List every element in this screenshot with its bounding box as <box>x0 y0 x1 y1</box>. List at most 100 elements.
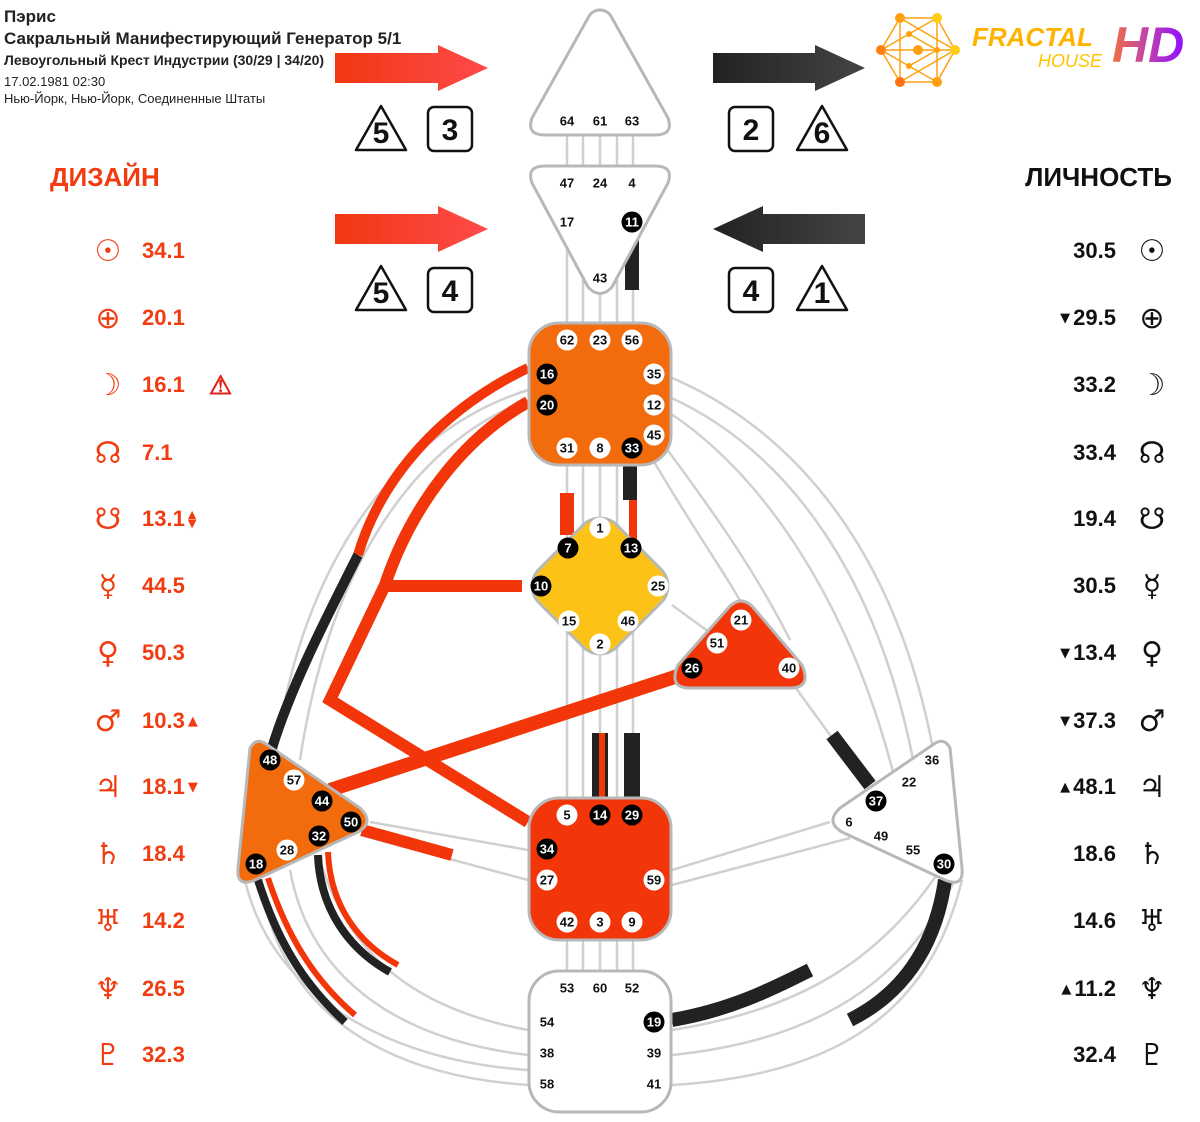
design-row-north-node[interactable]: ☊7.1 <box>88 435 179 471</box>
design-row-earth[interactable]: ⊕20.1 <box>88 301 191 336</box>
gate-number: 19 <box>647 1015 661 1030</box>
design-row-venus[interactable]: ♀50.3 <box>88 636 191 671</box>
warning-icon[interactable]: ⚠ <box>208 369 233 400</box>
gate-number: 12 <box>647 398 661 413</box>
gate-15[interactable]: 15 <box>558 610 580 632</box>
design-row-mercury[interactable]: ☿44.5 <box>88 569 191 604</box>
gate-25[interactable]: 25 <box>647 575 669 597</box>
personality-row-pluto[interactable]: 32.4♇ <box>1067 1038 1165 1073</box>
personality-row-saturn[interactable]: 18.6♄ <box>1067 837 1165 872</box>
gate-14[interactable]: 14 <box>589 804 611 826</box>
gate-52[interactable]: 52 <box>625 981 639 996</box>
personality-row-neptune[interactable]: ▲11.2♆ <box>1058 972 1165 1007</box>
design-row-saturn[interactable]: ♄18.4 <box>88 837 191 872</box>
gate-6[interactable]: 6 <box>845 815 852 830</box>
design-row-mars[interactable]: ♂10.3▲ <box>88 704 201 739</box>
gate-23[interactable]: 23 <box>589 329 611 351</box>
gate-31[interactable]: 31 <box>556 437 578 459</box>
gate-43[interactable]: 43 <box>593 271 607 286</box>
gate-58[interactable]: 58 <box>540 1077 554 1092</box>
gate-24[interactable]: 24 <box>593 176 608 191</box>
gate-41[interactable]: 41 <box>647 1077 661 1092</box>
personality-row-sun[interactable]: 30.5☉ <box>1067 234 1165 269</box>
gate-9[interactable]: 9 <box>621 911 643 933</box>
gate-50[interactable]: 50 <box>340 811 362 833</box>
gate-42[interactable]: 42 <box>556 911 578 933</box>
personality-row-venus[interactable]: ▼13.4♀ <box>1057 636 1163 671</box>
gate-38[interactable]: 38 <box>540 1046 554 1061</box>
personality-row-south-node[interactable]: 19.4☋ <box>1067 502 1165 537</box>
design-row-pluto[interactable]: ♇32.3 <box>88 1038 191 1073</box>
gate-16[interactable]: 16 <box>536 363 558 385</box>
gate-26[interactable]: 26 <box>681 657 703 679</box>
gate-56[interactable]: 56 <box>621 329 643 351</box>
personality-row-uranus[interactable]: 14.6♅ <box>1067 904 1165 939</box>
gate-53[interactable]: 53 <box>560 981 574 996</box>
personality-row-mars[interactable]: ▼37.3♂ <box>1057 704 1165 739</box>
gate-13[interactable]: 13 <box>620 537 642 559</box>
design-row-neptune[interactable]: ♆26.5 <box>88 972 191 1007</box>
gate-18[interactable]: 18 <box>245 853 267 875</box>
gate-1[interactable]: 1 <box>589 517 611 539</box>
design-row-sun[interactable]: ☉34.1 <box>88 234 191 269</box>
personality-bottom-box <box>727 266 775 314</box>
gate-marker <box>536 869 558 891</box>
gate-45[interactable]: 45 <box>643 424 665 446</box>
gate-46[interactable]: 46 <box>617 610 639 632</box>
gate-11[interactable]: 11 <box>621 211 643 233</box>
gate-57[interactable]: 57 <box>283 769 305 791</box>
gate-60[interactable]: 60 <box>593 981 607 996</box>
personality-row-north-node[interactable]: 33.4☊ <box>1067 436 1165 471</box>
gate-30[interactable]: 30 <box>933 853 955 875</box>
gate-33[interactable]: 33 <box>621 437 643 459</box>
gate-2[interactable]: 2 <box>589 633 611 655</box>
gate-number: 60 <box>593 981 607 996</box>
gate-35[interactable]: 35 <box>643 363 665 385</box>
gate-5[interactable]: 5 <box>556 804 578 826</box>
north-node-icon: ☊ <box>94 435 122 471</box>
gate-51[interactable]: 51 <box>706 632 728 654</box>
personality-row-jupiter[interactable]: ▲48.1♃ <box>1057 770 1165 805</box>
gate-64[interactable]: 64 <box>560 114 575 129</box>
gate-17[interactable]: 17 <box>560 215 574 230</box>
personality-row-moon[interactable]: 33.2☽ <box>1067 368 1165 403</box>
active-gate-marker <box>530 575 552 597</box>
gate-27[interactable]: 27 <box>536 869 558 891</box>
gate-59[interactable]: 59 <box>643 869 665 891</box>
gate-63[interactable]: 63 <box>625 114 639 129</box>
gate-29[interactable]: 29 <box>621 804 643 826</box>
gate-39[interactable]: 39 <box>647 1046 661 1061</box>
gate-44[interactable]: 44 <box>311 790 333 812</box>
gate-37[interactable]: 37 <box>865 790 887 812</box>
personality-row-earth[interactable]: ▼29.5⊕ <box>1057 301 1164 336</box>
gate-55[interactable]: 55 <box>906 843 920 858</box>
gate-48[interactable]: 48 <box>259 749 281 771</box>
gate-61[interactable]: 61 <box>593 114 607 129</box>
design-row-south-node[interactable]: ☋13.1▲▼ <box>88 502 199 537</box>
gate-19[interactable]: 19 <box>643 1011 665 1033</box>
gate-21[interactable]: 21 <box>730 609 752 631</box>
gate-34[interactable]: 34 <box>536 838 558 860</box>
gate-8[interactable]: 8 <box>589 437 611 459</box>
personality-top-arrow <box>713 45 865 91</box>
gate-36[interactable]: 36 <box>925 753 939 768</box>
design-row-jupiter[interactable]: ♃18.1▼ <box>88 770 201 805</box>
gate-12[interactable]: 12 <box>643 394 665 416</box>
gate-7[interactable]: 7 <box>557 537 579 559</box>
gate-3[interactable]: 3 <box>589 911 611 933</box>
gate-22[interactable]: 22 <box>902 775 916 790</box>
personality-row-mercury[interactable]: 30.5☿ <box>1067 569 1161 604</box>
gate-62[interactable]: 62 <box>556 329 578 351</box>
gate-40[interactable]: 40 <box>778 657 800 679</box>
gate-4[interactable]: 4 <box>628 176 636 191</box>
gate-47[interactable]: 47 <box>560 176 574 191</box>
gate-54[interactable]: 54 <box>540 1015 555 1030</box>
gate-32[interactable]: 32 <box>308 825 330 847</box>
design-row-moon[interactable]: ☽16.1⚠ <box>88 368 233 403</box>
gate-10[interactable]: 10 <box>530 575 552 597</box>
gate-49[interactable]: 49 <box>874 829 888 844</box>
design-row-uranus[interactable]: ♅14.2 <box>88 904 191 939</box>
gate-28[interactable]: 28 <box>276 839 298 861</box>
moon-icon: ☽ <box>1138 367 1166 403</box>
gate-20[interactable]: 20 <box>536 394 558 416</box>
